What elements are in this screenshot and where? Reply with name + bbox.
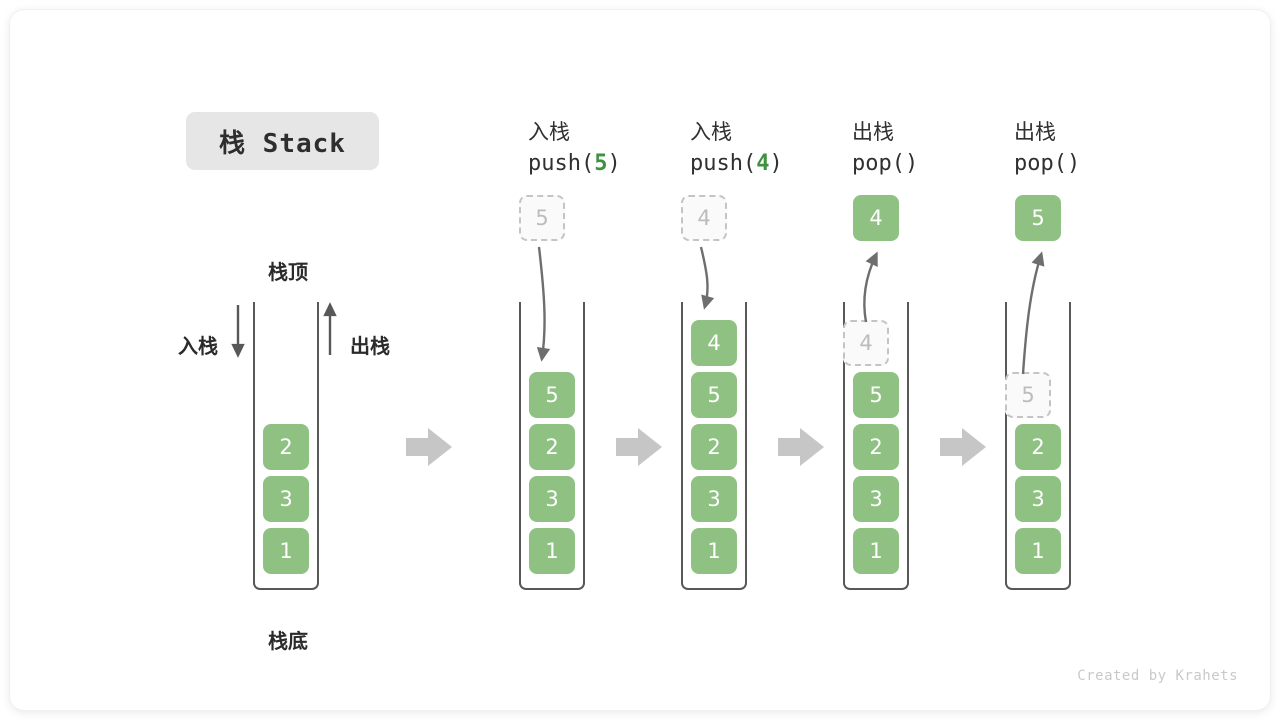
flow-arrow-2 [616,428,662,466]
column-header-push-4: 入栈 push(4) [690,117,870,181]
column-header-op: pop() [1014,151,1081,176]
stack-cell: 1 [691,528,737,574]
column-header-pop-4: 出栈 pop() [852,117,1032,181]
column-header-cn: 出栈 [1014,120,1056,144]
stack-cell: 2 [529,424,575,470]
stack-cell: 2 [263,424,309,470]
stack-cell-ghost: 4 [843,320,889,366]
popped-element: 4 [853,195,899,241]
pop-direction-label: 出栈 [350,334,390,358]
diagram-card: 栈 Stack 栈顶 栈底 入栈 出栈 入栈 push(5) 入栈 push(4… [10,10,1270,710]
stack-container-push-4 [681,302,747,590]
stack-cell: 5 [529,372,575,418]
stack-cell: 5 [691,372,737,418]
diagram-title: 栈 Stack [186,112,379,170]
flow-arrow-3 [778,428,824,466]
credit-label: Created by Krahets [1077,668,1238,684]
stack-cell: 2 [691,424,737,470]
stack-cell: 1 [1015,528,1061,574]
incoming-element-ghost: 4 [681,195,727,241]
flow-arrow-4 [940,428,986,466]
stack-cell: 3 [691,476,737,522]
column-header-push-5: 入栈 push(5) [528,117,708,181]
column-header-op: push(4) [690,151,783,176]
stack-cell: 1 [853,528,899,574]
stack-container-initial [253,302,319,590]
stack-cell: 2 [853,424,899,470]
stack-cell: 3 [263,476,309,522]
column-header-cn: 入栈 [690,120,732,144]
stack-cell: 4 [691,320,737,366]
stack-top-label: 栈顶 [268,260,308,284]
stack-cell: 5 [853,372,899,418]
stack-container-pop-4 [843,302,909,590]
push-direction-label: 入栈 [178,334,218,358]
column-header-cn: 出栈 [852,120,894,144]
stack-container-push-5 [519,302,585,590]
stack-cell: 1 [529,528,575,574]
stack-cell: 3 [1015,476,1061,522]
stack-cell-ghost: 5 [1005,372,1051,418]
stack-cell: 2 [1015,424,1061,470]
stack-container-pop-5 [1005,302,1071,590]
stack-cell: 1 [263,528,309,574]
flow-arrow-1 [406,428,452,466]
column-header-pop-5: 出栈 pop() [1014,117,1194,181]
column-header-op: push(5) [528,151,621,176]
stack-cell: 3 [529,476,575,522]
column-header-op: pop() [852,151,919,176]
stack-bottom-label: 栈底 [268,629,308,653]
column-header-cn: 入栈 [528,120,570,144]
popped-element: 5 [1015,195,1061,241]
incoming-element-ghost: 5 [519,195,565,241]
stack-cell: 3 [853,476,899,522]
push-motion-arrow-4 [699,246,715,310]
